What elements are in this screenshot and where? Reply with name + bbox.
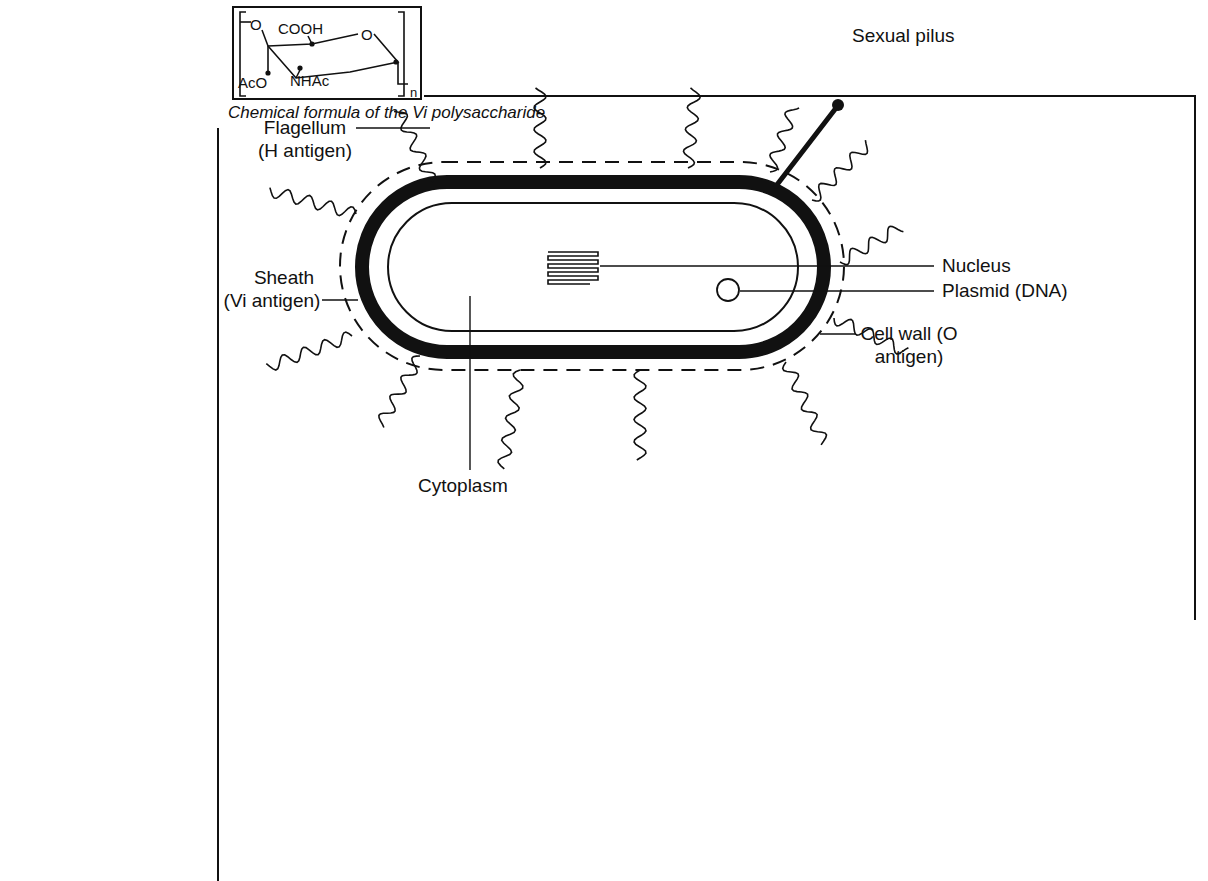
plasmid-circle bbox=[717, 279, 739, 301]
leader-line bbox=[322, 128, 934, 470]
flagellum-strand bbox=[634, 370, 646, 460]
nucleus-dna bbox=[548, 252, 598, 284]
part-label: Sheath (Vi antigen) bbox=[220, 266, 324, 312]
pilus-tip bbox=[832, 99, 844, 111]
formula-text: AcO bbox=[238, 74, 267, 91]
cell-wall bbox=[362, 182, 824, 352]
flagellum-strand bbox=[770, 108, 799, 172]
formula-text: NHAc bbox=[290, 72, 329, 89]
part-label: Cytoplasm bbox=[418, 474, 558, 497]
formula-text: n bbox=[410, 84, 417, 101]
formula-text: O bbox=[250, 16, 262, 33]
flagellum-strand bbox=[270, 188, 356, 216]
flagellum-strand bbox=[379, 356, 420, 428]
flagellum-strand bbox=[783, 362, 827, 445]
part-label: Cell wall (O antigen) bbox=[860, 322, 958, 368]
flagellum-strand bbox=[840, 226, 903, 264]
part-label: Nucleus bbox=[942, 254, 1142, 277]
frame-line bbox=[218, 96, 1195, 881]
flagellum-strand bbox=[498, 370, 523, 469]
formula-text: O bbox=[361, 26, 373, 43]
part-label: Flagellum (H antigen) bbox=[254, 116, 356, 162]
flagellum-strand bbox=[266, 332, 352, 370]
formula-box: O COOH O AcO NHAc n bbox=[232, 6, 422, 100]
flagellum-strand bbox=[684, 88, 701, 168]
formula-text: COOH bbox=[278, 20, 323, 37]
flagellum-strand bbox=[534, 88, 546, 168]
part-label: Sexual pilus bbox=[852, 24, 1052, 47]
cell-membrane bbox=[388, 203, 798, 331]
part-label: Plasmid (DNA) bbox=[942, 279, 1162, 302]
flagella bbox=[266, 88, 908, 469]
flagellum-strand bbox=[812, 140, 868, 201]
